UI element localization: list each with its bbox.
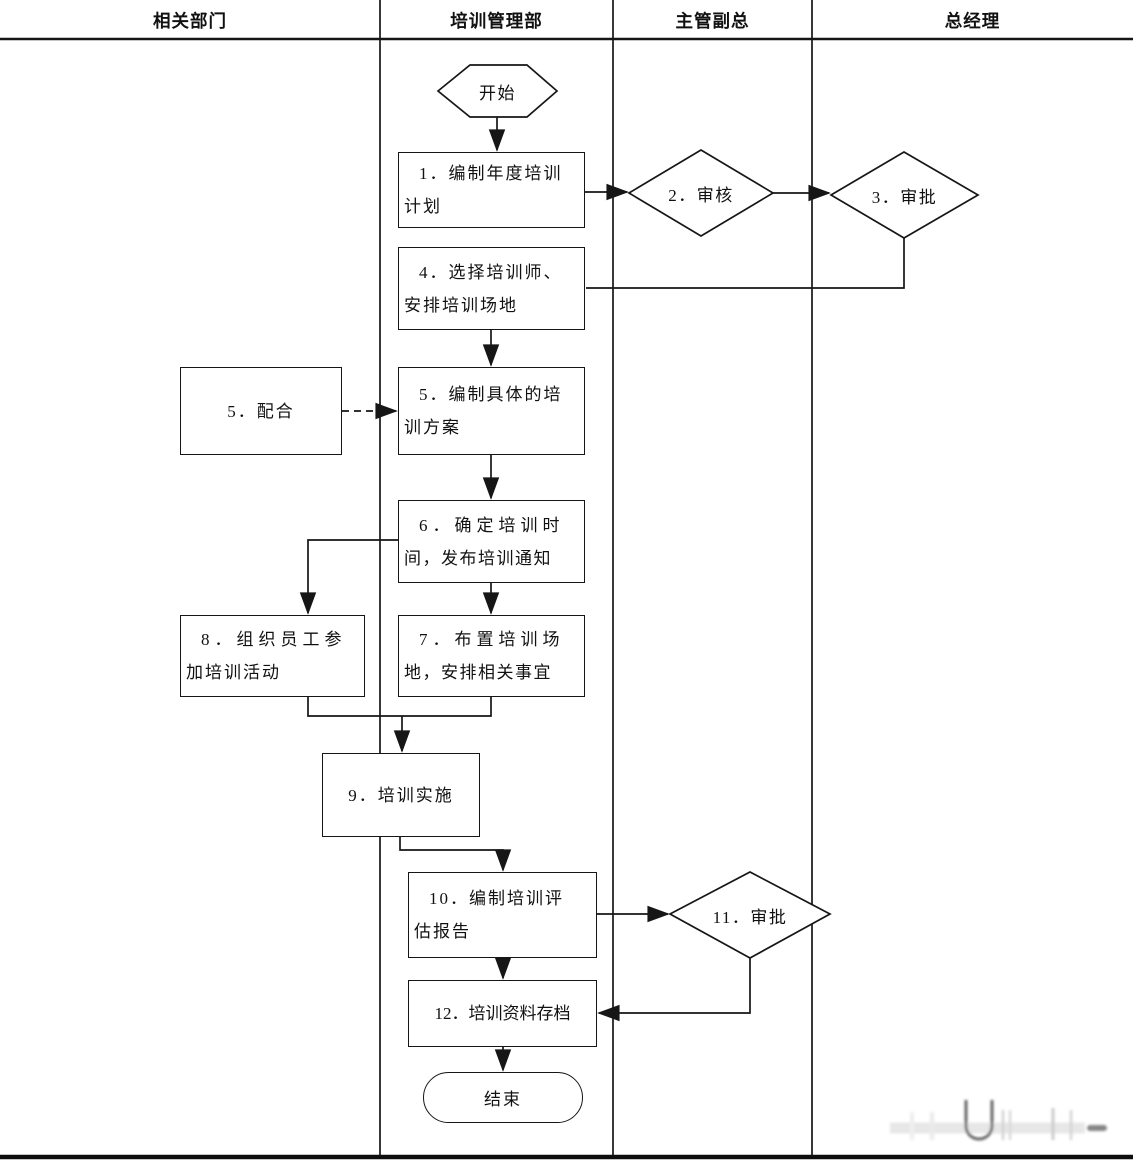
- node-step1-line1: 1．编制年度培训: [419, 164, 563, 183]
- node-step8-line1: 8．组织员工参: [201, 630, 347, 649]
- node-step12-label: 12．培训资料存档: [434, 1004, 571, 1023]
- lane-header-training-management: 培训管理部: [380, 6, 613, 34]
- lane-header-general-manager: 总经理: [812, 6, 1133, 34]
- connector-step6-step8: [299, 539, 398, 615]
- node-step10-line1: 10．编制培训评: [429, 889, 564, 908]
- node-step6-line2: 间，发布培训通知: [404, 548, 552, 568]
- node-step4-line2: 安排培训场地: [404, 295, 518, 315]
- node-step7-line2: 地，安排相关事宜: [404, 663, 552, 682]
- node-step11-label: 11．审批: [712, 907, 788, 927]
- connectors: [299, 117, 905, 1072]
- node-step8-line2: 加培训活动: [186, 663, 281, 682]
- start-hexagon-shape: [436, 64, 559, 118]
- connector-step3-step4: [586, 238, 905, 289]
- node-step4: 4．选择培训师、 安排培训场地: [398, 247, 585, 330]
- node-step1-line2: 计划: [404, 197, 442, 216]
- node-step5-cooperate: 5．配合: [180, 367, 342, 455]
- node-step5-cooperate-label: 5．配合: [227, 401, 295, 421]
- lane-header-related-departments: 相关部门: [0, 6, 380, 34]
- lane-header-label: 相关部门: [153, 10, 227, 31]
- connector-step9-step10: [399, 837, 512, 872]
- step3-diamond-shape: [829, 151, 980, 239]
- node-step2-label: 2．审核: [668, 185, 734, 205]
- node-end: 结束: [423, 1072, 583, 1123]
- connector-merge-7-8: [307, 697, 492, 717]
- node-step7-line1: 7．布置培训场: [419, 630, 565, 649]
- connector-step11-step12: [597, 958, 751, 1022]
- node-end-label: 结束: [484, 1090, 522, 1109]
- node-step5-plan: 5．编制具体的培 训方案: [398, 367, 585, 455]
- node-start-label: 开始: [479, 83, 516, 103]
- node-step5-plan-line2: 训方案: [404, 418, 461, 437]
- node-step7: 7．布置培训场 地，安排相关事宜: [398, 615, 585, 697]
- node-step3-label: 3．审批: [871, 187, 938, 207]
- node-step8: 8．组织员工参 加培训活动: [180, 615, 365, 697]
- lane-header-label: 总经理: [944, 10, 1001, 31]
- lane-header-vice-president: 主管副总: [613, 6, 812, 34]
- node-step12: 12．培训资料存档: [408, 980, 597, 1047]
- step2-diamond-shape: [627, 149, 775, 237]
- node-step9-label: 9．培训实施: [348, 785, 454, 805]
- node-step10: 10．编制培训评 估报告: [408, 872, 597, 958]
- node-step6: 6．确定培训时 间，发布培训通知: [398, 500, 585, 583]
- step11-diamond-shape: [668, 871, 832, 959]
- lane-header-label: 培训管理部: [450, 10, 543, 31]
- node-step4-line1: 4．选择培训师、: [419, 262, 563, 282]
- watermark-smudge: [890, 1100, 1107, 1141]
- node-step10-line2: 估报告: [414, 922, 471, 941]
- node-step6-line1: 6．确定培训时: [419, 515, 565, 535]
- node-step1: 1．编制年度培训 计划: [398, 152, 585, 228]
- lane-header-label: 主管副总: [675, 10, 750, 31]
- node-step5-plan-line1: 5．编制具体的培: [419, 385, 563, 404]
- node-step9: 9．培训实施: [322, 753, 480, 837]
